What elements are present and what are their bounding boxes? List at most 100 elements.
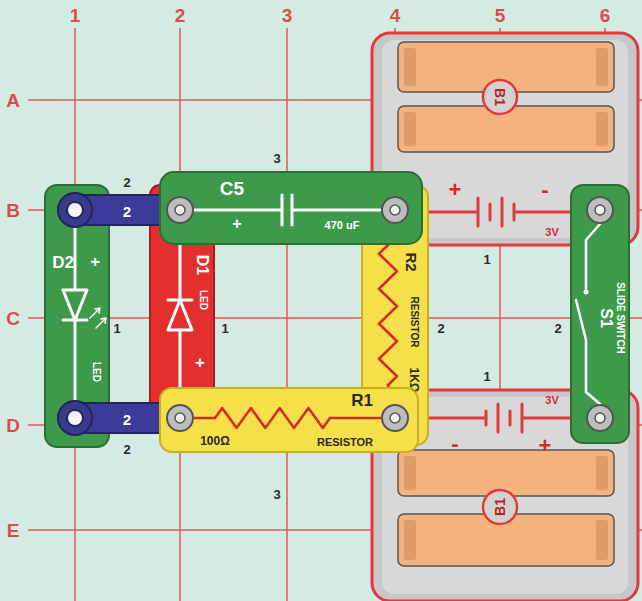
level-number: 3 [273, 152, 280, 165]
part-label: 3V [545, 395, 558, 406]
snap-hole [390, 413, 400, 423]
snap [167, 405, 193, 431]
snap [167, 197, 193, 223]
part-label: RESISTOR [317, 437, 373, 448]
grid-label: 4 [390, 6, 401, 25]
snap [587, 197, 613, 223]
grid-label: 1 [70, 6, 81, 25]
level-number: 3 [273, 488, 280, 501]
snap-hole [67, 202, 83, 218]
level-number: 2 [437, 322, 444, 335]
part-label: B1 [493, 498, 507, 516]
symbol [168, 224, 192, 404]
snap [58, 401, 92, 435]
level-number: 1 [221, 322, 228, 335]
snap [382, 197, 408, 223]
part-label: RESISTOR [409, 297, 419, 348]
snap-hole [67, 410, 83, 426]
part-label: + [449, 179, 462, 201]
grid-label: A [6, 91, 20, 110]
snap-hole [175, 205, 185, 215]
part-body [160, 172, 422, 244]
part-label: R1 [351, 392, 373, 409]
cell-end [596, 520, 608, 560]
snap-hole [595, 205, 605, 215]
part-label: S1 [598, 308, 614, 328]
part-label: LED [91, 362, 101, 382]
switch: S1SLIDE SWITCH [571, 185, 629, 443]
part-label: C5 [220, 179, 244, 198]
grid-label: 5 [495, 6, 506, 25]
grid-label: D [6, 416, 20, 435]
resistor: R1 100Ω RESISTOR [160, 388, 418, 452]
cell-end [596, 112, 608, 146]
switch-contact [584, 290, 589, 295]
light-arrows [90, 308, 106, 328]
label-disc [483, 80, 517, 114]
part-label: B1 [493, 88, 507, 106]
grid-label: C [6, 309, 20, 328]
level-number: 2 [123, 176, 130, 189]
part-label: D2 [52, 254, 74, 271]
cell-end [404, 456, 416, 490]
snap [382, 197, 408, 223]
part-label: + [232, 216, 241, 232]
battery-holder [372, 390, 638, 601]
part-label: 2 [123, 412, 131, 427]
label-disc [483, 490, 517, 524]
level-number: 1 [113, 322, 120, 335]
grid-label: 2 [175, 6, 186, 25]
symbol [388, 224, 395, 245]
grid-label: 6 [600, 6, 611, 25]
holder-panel [382, 397, 628, 594]
level-number: 1 [483, 370, 490, 383]
switch-symbol [576, 224, 600, 404]
level-number: 1 [483, 253, 490, 266]
snap [382, 405, 408, 431]
snap-hole [390, 205, 400, 215]
snap-hole [390, 205, 400, 215]
part-label: D1 [194, 255, 210, 275]
symbol [330, 417, 380, 420]
battery-cell [398, 450, 614, 496]
cell-end [596, 48, 608, 86]
resistor-drawing [160, 388, 418, 452]
battery-symbol [380, 404, 600, 432]
part-label: - [541, 179, 548, 201]
grid-label: E [7, 521, 20, 540]
snap-hole [175, 413, 185, 423]
snap [58, 193, 92, 227]
part-body [571, 185, 629, 443]
part-label: + [539, 435, 552, 457]
symbol [63, 224, 87, 404]
level-number: 2 [554, 322, 561, 335]
part-label: R2 [404, 252, 419, 271]
level-number: 2 [123, 443, 130, 456]
capacitor: C5+470 uF [160, 172, 422, 244]
grid-label: 3 [282, 6, 293, 25]
capacitor-drawing [160, 172, 422, 244]
snap [382, 405, 408, 431]
part-body [160, 388, 418, 452]
cell-end [404, 520, 416, 560]
cell-end [596, 456, 608, 490]
part-label: + [87, 257, 103, 266]
part-label: - [451, 433, 458, 455]
grid-label: B [6, 201, 20, 220]
part-label: LED [198, 290, 208, 310]
resistor-symbol [379, 245, 397, 385]
symbol [195, 417, 215, 420]
snap-hole [175, 413, 185, 423]
cell-end [404, 112, 416, 146]
cell-end [404, 48, 416, 86]
part-label: + [195, 354, 205, 371]
part-label: 100Ω [200, 435, 230, 447]
snap [587, 405, 613, 431]
snap-hole [390, 413, 400, 423]
resistor-symbol [215, 408, 330, 428]
part-label: 3V [545, 227, 558, 238]
part-label: SLIDE SWITCH [615, 282, 625, 354]
part-label: 2 [123, 204, 131, 219]
part-body [150, 185, 214, 415]
